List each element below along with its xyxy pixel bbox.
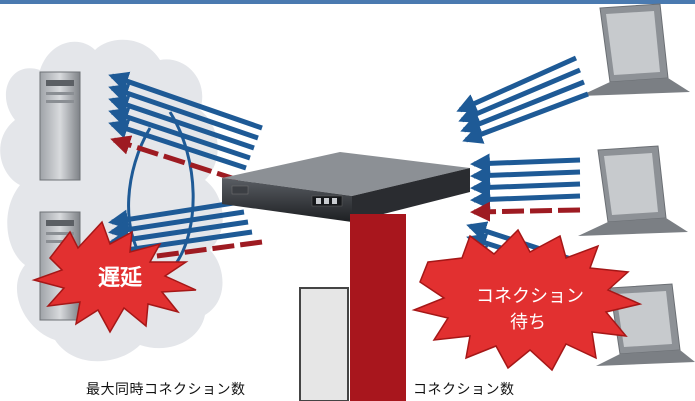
laptop-icon xyxy=(580,3,690,96)
delay-burst: 遅延 xyxy=(31,220,197,334)
upper-server-arrows xyxy=(108,71,263,183)
server-icon xyxy=(39,71,81,181)
loop-arrow xyxy=(168,111,195,266)
delay-burst-label: 遅延 xyxy=(98,266,143,291)
max-connections-bar xyxy=(299,287,349,401)
waiting-burst: コネクション 待ち xyxy=(411,228,643,372)
waiting-burst-line1: コネクション xyxy=(476,286,584,307)
load-balancer-icon xyxy=(222,152,470,222)
connections-bar xyxy=(350,214,406,401)
waiting-burst-line2: 待ち xyxy=(510,312,546,333)
client-arrows-middle xyxy=(470,153,581,222)
client-arrows-top xyxy=(456,55,589,144)
top-border xyxy=(0,0,695,4)
connections-label: コネクション数 xyxy=(413,382,515,398)
laptop-icon xyxy=(578,145,688,236)
max-connections-label: 最大同時コネクション数 xyxy=(86,382,246,398)
